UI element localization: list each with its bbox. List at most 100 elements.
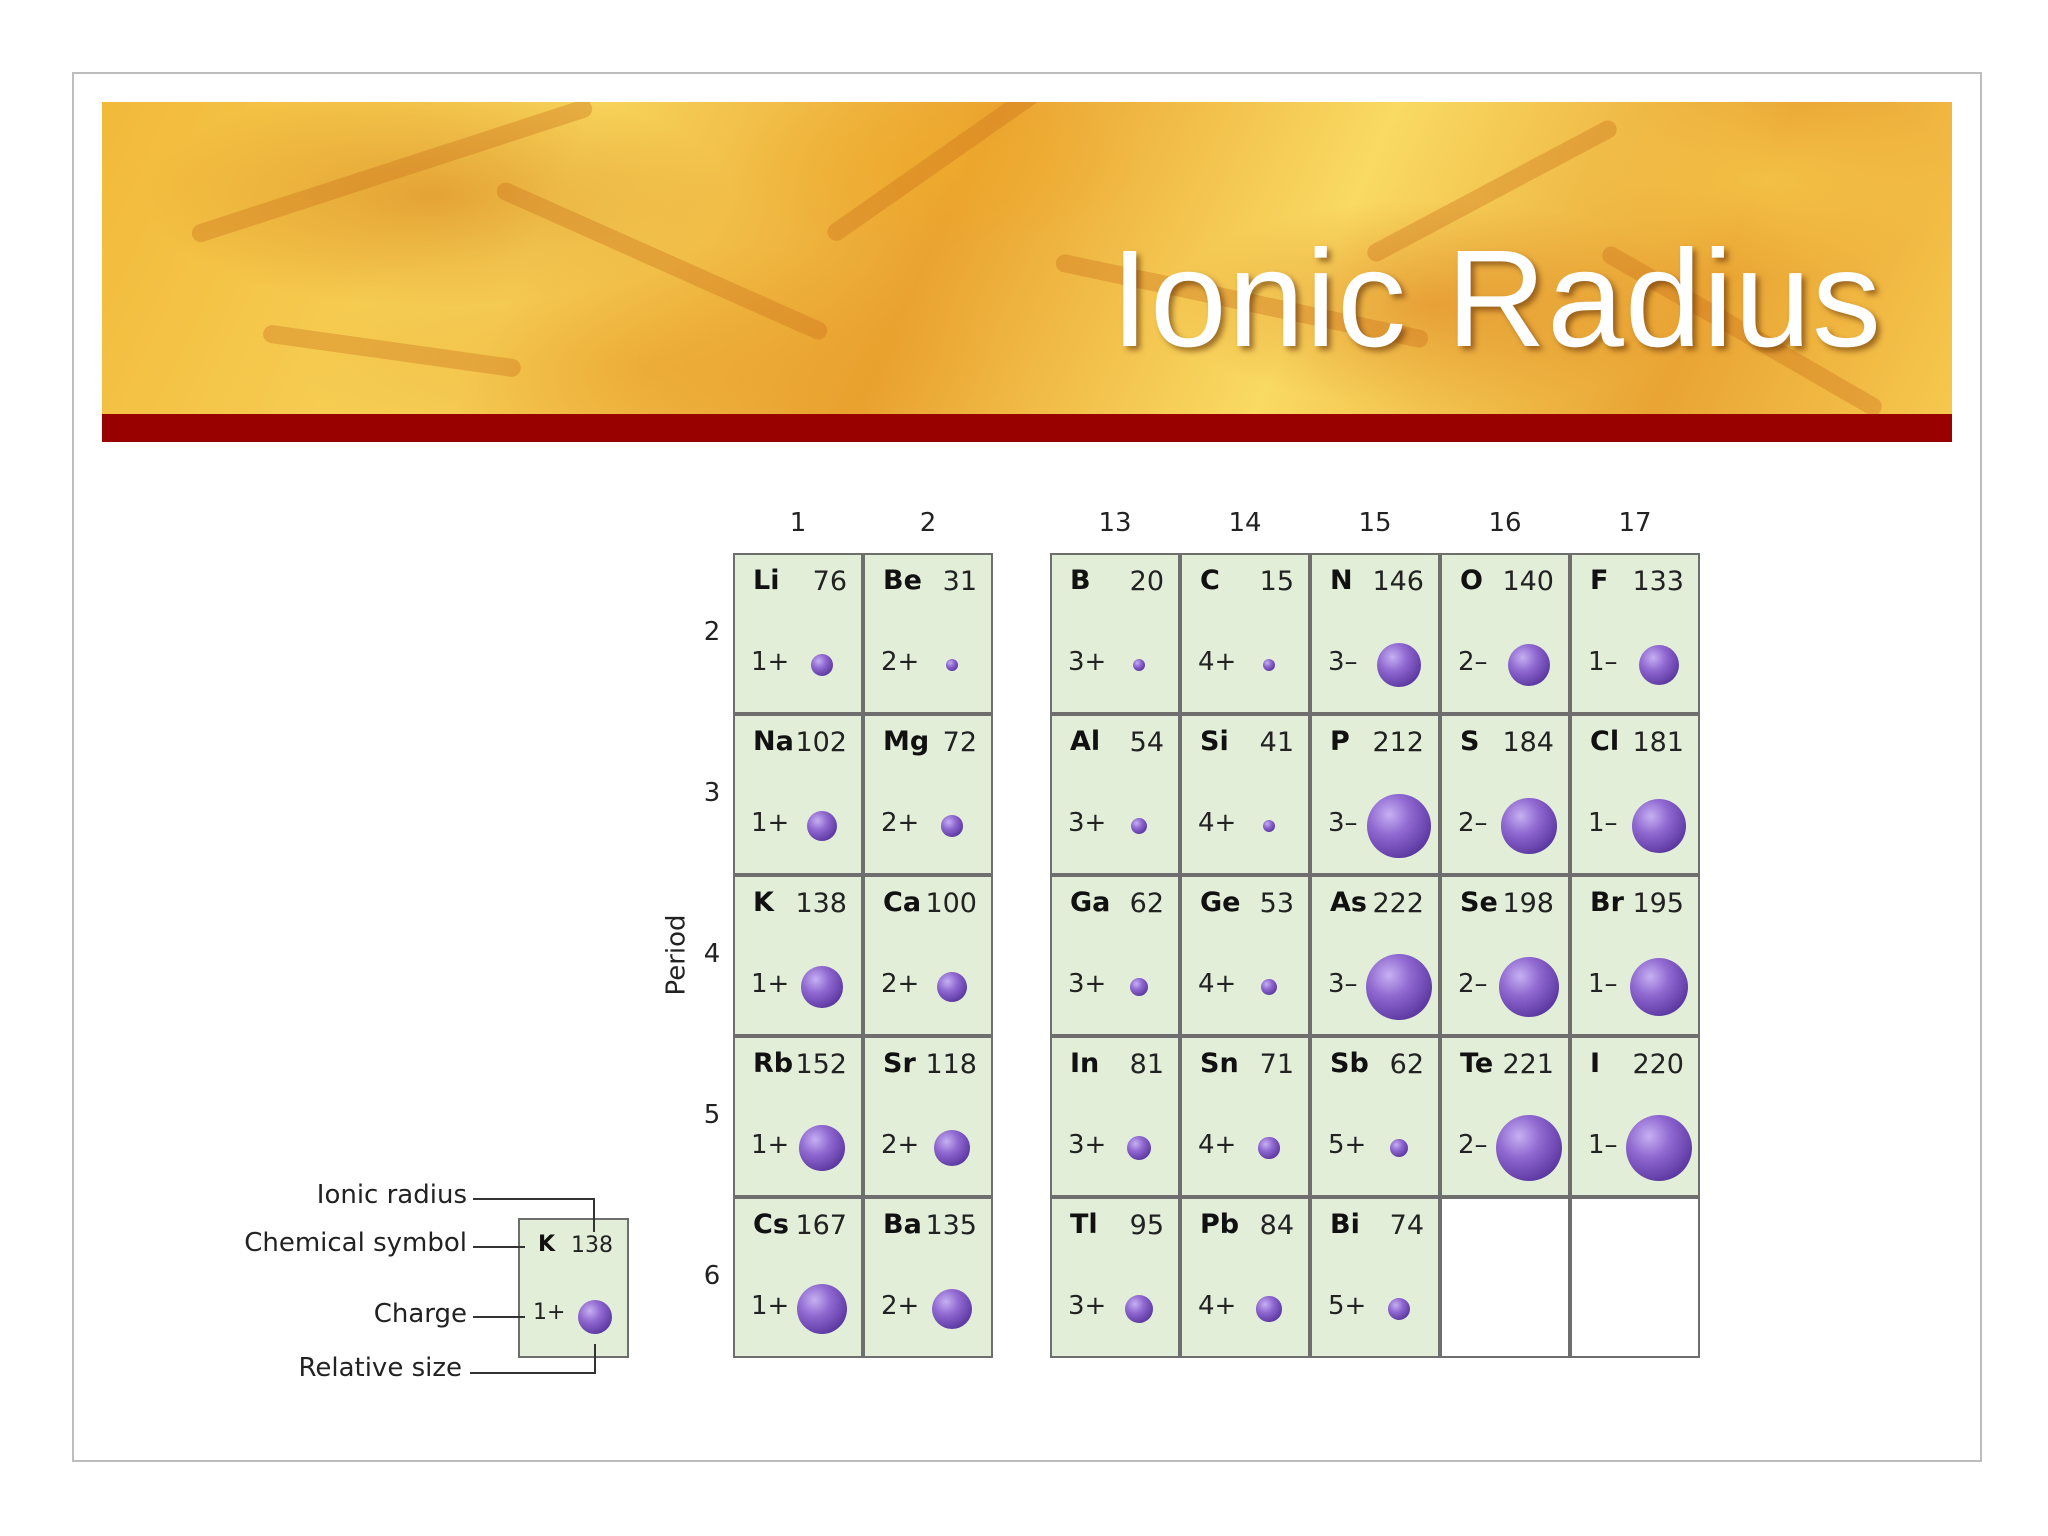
element-symbol: Be xyxy=(883,565,922,596)
period-label: 2 xyxy=(703,617,721,647)
ionic-radius-value: 72 xyxy=(942,727,977,758)
ionic-radius-value: 100 xyxy=(925,888,977,919)
element-symbol: Pb xyxy=(1200,1209,1240,1240)
ionic-radius-value: 15 xyxy=(1259,566,1294,597)
ion-charge: 2+ xyxy=(881,1130,920,1160)
empty-cell xyxy=(1570,1197,1700,1358)
ionic-radius-value: 222 xyxy=(1372,888,1424,919)
ion-size-sphere xyxy=(796,1283,848,1335)
element-symbol: In xyxy=(1070,1048,1100,1079)
element-symbol: Br xyxy=(1590,887,1624,918)
ionic-radius-value: 146 xyxy=(1372,566,1424,597)
ionic-radius-value: 62 xyxy=(1389,1049,1424,1080)
ion-charge: 2+ xyxy=(881,969,920,999)
ion-size-sphere xyxy=(1262,819,1276,833)
ionic-radius-value: 84 xyxy=(1259,1210,1294,1241)
ion-size-sphere xyxy=(1261,979,1277,995)
title-banner: Ionic Radius xyxy=(102,102,1952,414)
ion-charge: 1+ xyxy=(751,969,790,999)
ion-size-sphere xyxy=(1263,659,1275,671)
ion-charge: 3– xyxy=(1328,808,1358,838)
element-symbol: Mg xyxy=(883,726,930,757)
ionic-radius-value: 74 xyxy=(1389,1210,1424,1241)
group-header: 14 xyxy=(1228,508,1262,538)
ion-charge: 3+ xyxy=(1068,969,1107,999)
ion-charge: 1– xyxy=(1588,969,1618,999)
ionic-radius-value: 184 xyxy=(1502,727,1554,758)
element-symbol: I xyxy=(1590,1048,1601,1079)
element-symbol: Cs xyxy=(753,1209,789,1240)
ion-charge: 1+ xyxy=(751,1291,790,1321)
ion-charge: 3+ xyxy=(1068,1130,1107,1160)
ionic-radius-value: 20 xyxy=(1129,566,1164,597)
empty-cell xyxy=(1440,1197,1570,1358)
ion-size-sphere xyxy=(1130,817,1148,835)
ion-charge: 2– xyxy=(1458,808,1488,838)
ionic-radius-value: 140 xyxy=(1502,566,1554,597)
ion-size-sphere xyxy=(1124,1294,1154,1324)
element-cell-br: Br 195 1– xyxy=(1570,875,1700,1036)
period-label: 6 xyxy=(703,1261,721,1291)
element-cell-k: K 138 1+ xyxy=(733,875,863,1036)
group-header: 17 xyxy=(1618,508,1652,538)
ion-charge: 3+ xyxy=(1068,1291,1107,1321)
ionic-radius-value: 138 xyxy=(795,888,847,919)
ionic-radius-value: 181 xyxy=(1632,727,1684,758)
ion-charge: 2– xyxy=(1458,647,1488,677)
element-symbol: Se xyxy=(1460,887,1498,918)
ionic-radius-value: 220 xyxy=(1632,1049,1684,1080)
ion-size-sphere xyxy=(1133,659,1145,671)
ion-size-sphere xyxy=(1258,1137,1280,1159)
ion-size-sphere xyxy=(1508,644,1550,686)
ion-size-sphere xyxy=(1129,977,1149,997)
element-symbol: As xyxy=(1330,887,1367,918)
ion-charge: 2– xyxy=(1458,1130,1488,1160)
element-symbol: Cl xyxy=(1590,726,1620,757)
ion-charge: 2+ xyxy=(881,647,920,677)
ion-size-sphere xyxy=(1365,953,1433,1021)
element-symbol: O xyxy=(1460,565,1483,596)
element-symbol: K xyxy=(753,887,774,918)
element-cell-s: S 184 2– xyxy=(1440,714,1570,875)
ion-charge: 5+ xyxy=(1328,1291,1367,1321)
element-symbol: S xyxy=(1460,726,1480,757)
ionic-radius-value: 221 xyxy=(1502,1049,1554,1080)
ion-charge: 4+ xyxy=(1198,808,1237,838)
ion-size-sphere xyxy=(941,815,963,837)
ionic-radius-value: 118 xyxy=(925,1049,977,1080)
ion-size-sphere xyxy=(1499,957,1559,1017)
element-symbol: F xyxy=(1590,565,1609,596)
element-symbol: Sb xyxy=(1330,1048,1369,1079)
ionic-radius-value: 195 xyxy=(1632,888,1684,919)
ionic-radius-value: 54 xyxy=(1129,727,1164,758)
element-symbol: Sn xyxy=(1200,1048,1239,1079)
group-header: 13 xyxy=(1098,508,1132,538)
key-label-charge: Charge xyxy=(373,1299,467,1329)
ionic-radius-value: 102 xyxy=(795,727,847,758)
group-header: 15 xyxy=(1358,508,1392,538)
ionic-radius-value: 135 xyxy=(925,1210,977,1241)
key-label-relative-size: Relative size xyxy=(298,1353,462,1383)
element-symbol: Rb xyxy=(753,1048,794,1079)
period-axis-label: Period xyxy=(661,914,692,996)
ion-size-sphere xyxy=(799,1125,845,1171)
key-charge: 1+ xyxy=(533,1300,566,1325)
key-symbol: K xyxy=(538,1232,556,1257)
element-symbol: Al xyxy=(1070,726,1101,757)
